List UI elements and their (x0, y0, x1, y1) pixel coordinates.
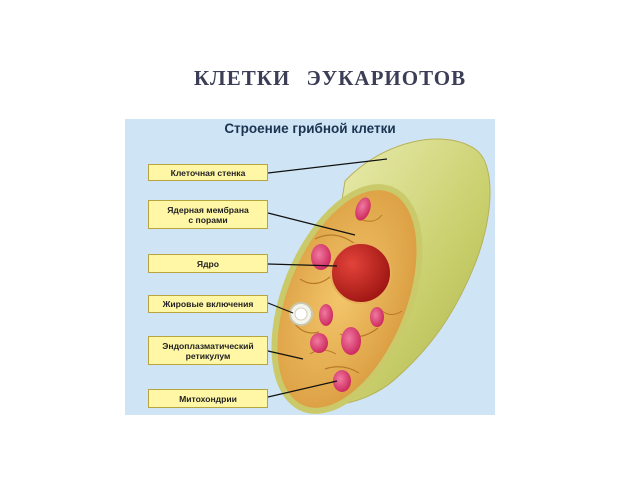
label-text-line2: с порами (188, 214, 228, 225)
slide-title: КЛЕТКИ ЭУКАРИОТОВ (193, 66, 467, 90)
label-text-line1: Эндоплазматический (162, 340, 254, 351)
label-text: Митохондрии (179, 393, 237, 404)
label-text: Ядро (196, 258, 220, 269)
nucleus (330, 242, 392, 304)
pointer-lines (267, 158, 388, 398)
fungal-cell-diagram: Строение грибной клетки Клеточная стенка… (125, 119, 495, 415)
fat-inclusion (289, 302, 313, 326)
label-cell-wall: Клеточная стенка (148, 164, 268, 181)
label-fat-inclusions: Жировые включения (148, 295, 268, 313)
label-mitochondria: Митохондрии (148, 389, 268, 408)
label-text: Жировые включения (162, 299, 254, 309)
label-nuclear-membrane: Ядерная мембрана с порами (148, 200, 268, 229)
figure-title: Строение грибной клетки (224, 121, 396, 136)
label-nucleus: Ядро (148, 254, 268, 273)
label-endoplasmic-reticulum: Эндоплазматический ретикулум (148, 336, 268, 365)
label-text-line2: ретикулум (185, 350, 231, 361)
label-text: Клеточная стенка (170, 167, 246, 178)
label-text-line1: Ядерная мембрана (167, 204, 249, 215)
cell-illustration (267, 138, 491, 414)
mitochondria (310, 197, 384, 392)
